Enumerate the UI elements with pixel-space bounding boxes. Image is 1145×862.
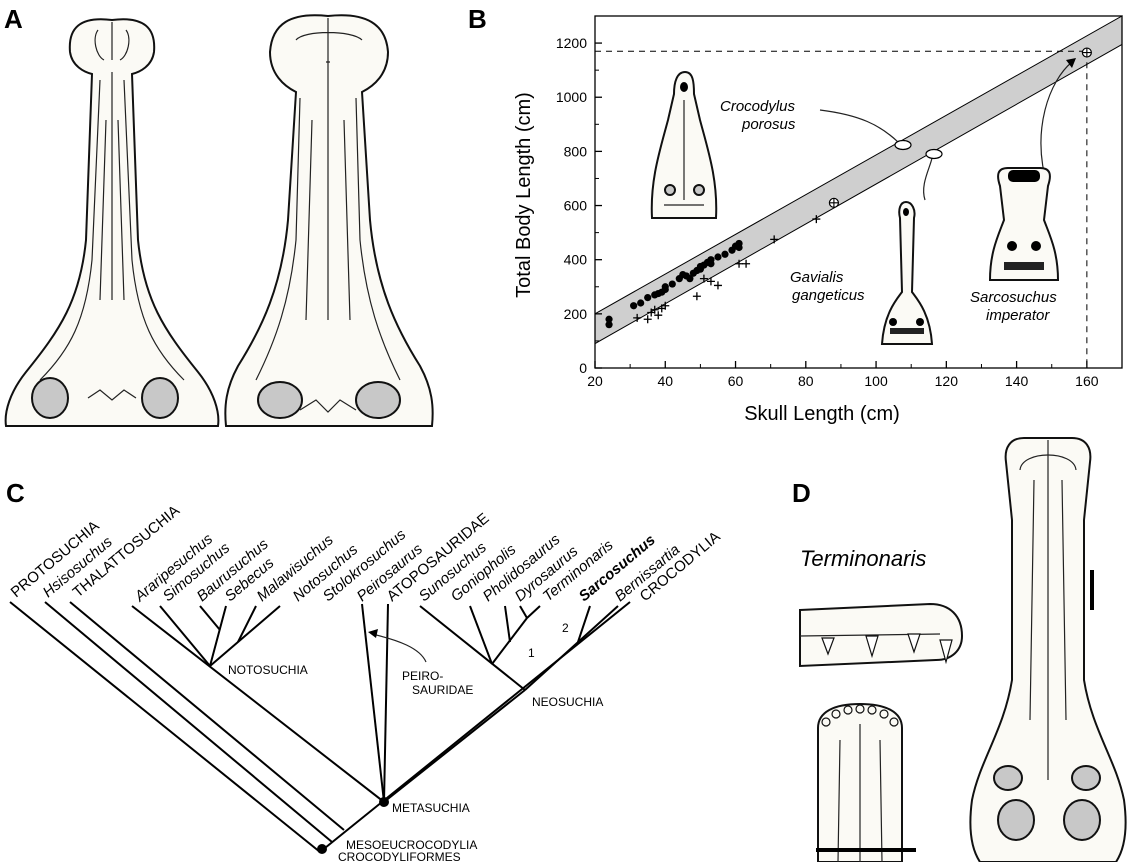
terminonaris-skull-dorsal: [970, 438, 1125, 862]
data-point-crossed-circle: [829, 198, 838, 207]
data-point-filled: [707, 256, 714, 263]
data-point-plus: [693, 292, 701, 300]
y-axis-label: Total Body Length (cm): [513, 92, 535, 298]
data-point-plus: [644, 315, 652, 323]
scatter-chart: 20 40 60 80 100 120 140 160 0 200 400 600 800 1000 12…: [513, 16, 1122, 425]
clade-neosuchia: NEOSUCHIA: [532, 695, 603, 709]
gavialis-leader: [924, 158, 932, 200]
right-temporal-fenestra: [1064, 800, 1100, 840]
y-tick-label: 0: [579, 360, 587, 376]
mesoeucrocodylia-node: [317, 844, 327, 854]
annotation-gavialis-line1: Gavialis: [790, 269, 844, 286]
gavialis-skull-icon: [882, 202, 932, 344]
clade-peirosauridae-line1: PEIRO-: [402, 669, 443, 683]
right-orbit: [142, 378, 178, 418]
annotation-sarcosuchus-line1: Sarcosuchus: [970, 289, 1057, 306]
data-point-plus: [654, 311, 662, 319]
x-tick-label: 140: [1005, 373, 1029, 389]
crocodylus-marker: [895, 141, 911, 150]
crocodylus-leader: [820, 110, 898, 142]
x-tick-label: 40: [657, 373, 673, 389]
x-tick-label: 20: [587, 373, 603, 389]
cladogram: 1 2 PROTOSUCHIA Hsisosuchus THALATTOSUCH…: [8, 502, 724, 862]
clade-metasuchia: METASUCHIA: [392, 801, 470, 815]
y-tick-label: 1000: [556, 89, 587, 105]
data-point-plus: [742, 260, 750, 268]
data-point-plus: [714, 281, 722, 289]
y-tick-label: 200: [564, 306, 588, 322]
annotation-sarcosuchus-line2: imperator: [986, 307, 1050, 324]
left-orbit: [994, 766, 1022, 790]
metasuchia-node: [379, 797, 389, 807]
x-axis-label: Skull Length (cm): [744, 403, 900, 425]
y-tick-label: 1200: [556, 35, 587, 51]
panel-letter-c: C: [6, 478, 25, 508]
y-tick-label: 800: [564, 143, 588, 159]
x-tick-label: 60: [728, 373, 744, 389]
sarcosuchus-skull-icon: [990, 168, 1058, 280]
terminonaris-snout-lateral: [800, 604, 962, 666]
panel-letter-a: A: [4, 4, 23, 34]
left-orbit: [32, 378, 68, 418]
node-label-2: 2: [562, 621, 569, 635]
x-tick-label: 160: [1075, 373, 1099, 389]
data-point-crossed-circle: [1082, 48, 1091, 57]
panel-letter-d: D: [792, 478, 811, 508]
data-point-filled: [714, 253, 721, 260]
data-point-filled: [637, 299, 644, 306]
panel-letter-b: B: [468, 4, 487, 34]
x-tick-label: 100: [864, 373, 888, 389]
annotation-crocodylus-line2: porosus: [741, 116, 796, 133]
panel-a-skull-left: [6, 19, 219, 426]
clade-peirosauridae-line2: SAURIDAE: [412, 683, 473, 697]
left-temporal-fenestra: [998, 800, 1034, 840]
data-point-filled: [644, 294, 651, 301]
annotation-crocodylus-line1: Crocodylus: [720, 98, 796, 115]
clade-notosuchia: NOTOSUCHIA: [228, 663, 308, 677]
x-tick-label: 80: [798, 373, 814, 389]
crocodylus-skull-icon: [652, 72, 717, 218]
x-tick-label: 120: [935, 373, 959, 389]
gavialis-marker: [926, 150, 942, 159]
left-orbit: [258, 382, 302, 418]
panel-a-skull-right: [225, 15, 432, 426]
annotation-gavialis-line2: gangeticus: [792, 287, 865, 304]
data-point-filled: [721, 251, 728, 258]
terminonaris-title: Terminonaris: [800, 546, 926, 571]
data-point-filled: [669, 280, 676, 287]
terminonaris-snout-dorsal: [818, 704, 902, 862]
data-point-filled: [605, 316, 612, 323]
clade-crocodyliformes: CROCODYLIFORMES: [338, 850, 461, 862]
y-tick-label: 400: [564, 252, 588, 268]
x-axis-ticks: 20 40 60 80 100 120 140 160: [587, 361, 1099, 389]
right-orbit: [1072, 766, 1100, 790]
node-label-1: 1: [528, 646, 535, 660]
data-point-filled: [630, 302, 637, 309]
right-orbit: [356, 382, 400, 418]
data-point-filled: [735, 240, 742, 247]
y-tick-label: 600: [564, 198, 588, 214]
data-point-filled: [662, 283, 669, 290]
